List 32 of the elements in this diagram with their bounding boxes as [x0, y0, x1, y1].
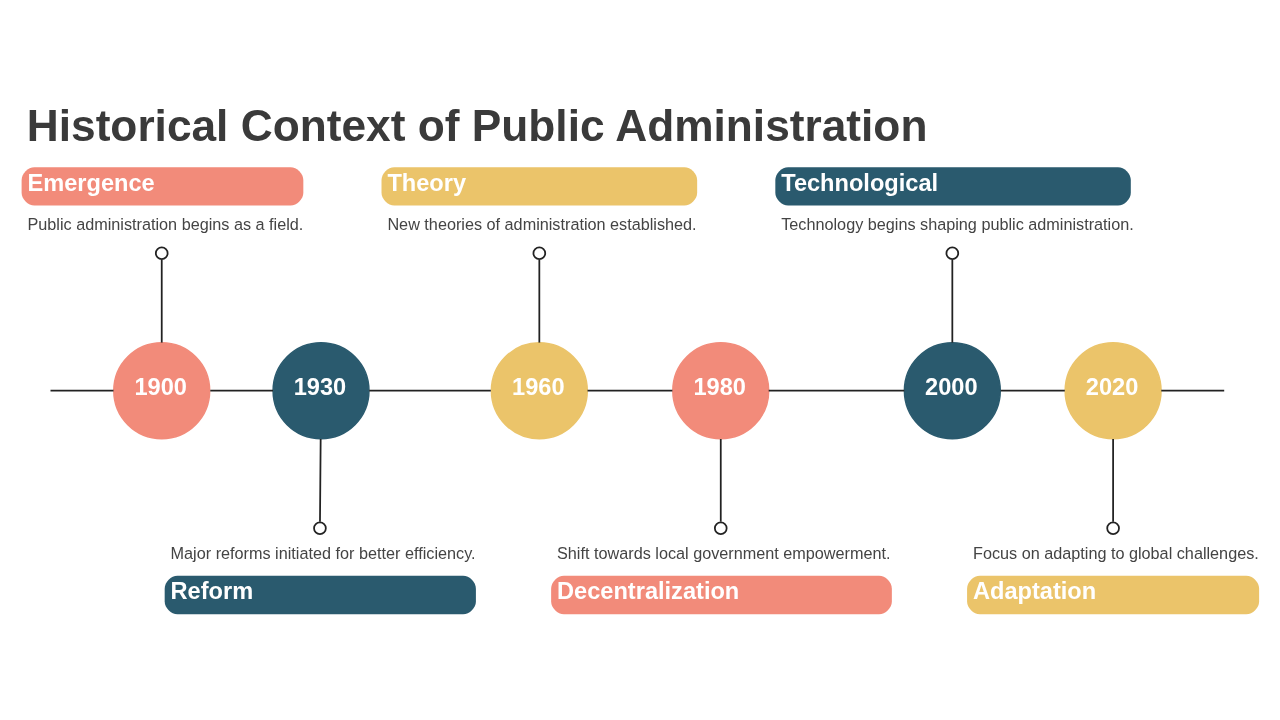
- node-circle: 1930: [272, 341, 370, 439]
- diagram-title: Historical Context of Public Administration: [26, 100, 928, 150]
- connector: [999, 389, 1066, 392]
- connector: [368, 389, 492, 392]
- connector: [586, 389, 674, 392]
- node-circle: 1980: [672, 341, 770, 439]
- node-label: New theories of administration established.: [387, 214, 697, 233]
- connector: [767, 389, 906, 392]
- node-box: Theory: [381, 166, 698, 206]
- node-label: Major reforms initiated for better efficiency.: [170, 543, 476, 562]
- node-circle: 2000: [903, 341, 1001, 439]
- connector: [49, 389, 115, 392]
- node-circle: 1900: [113, 341, 211, 439]
- node-label: Public administration begins as a field.: [27, 214, 304, 233]
- connector: [154, 245, 169, 343]
- node-box: Reform: [164, 575, 476, 614]
- connector: [945, 245, 960, 343]
- node-box: Technological: [775, 166, 1131, 206]
- node-box: Adaptation: [967, 575, 1260, 614]
- node-circle: 2020: [1064, 341, 1162, 439]
- connector: [713, 437, 728, 535]
- connector: [313, 437, 327, 535]
- connector: [532, 245, 547, 343]
- connector: [209, 389, 274, 392]
- connector: [1106, 437, 1120, 535]
- node-label: Focus on adapting to global challenges.: [972, 543, 1259, 562]
- node-box: Decentralization: [551, 575, 892, 614]
- node-circle: 1960: [490, 341, 588, 439]
- node-box: Emergence: [21, 166, 304, 206]
- connector: [1160, 389, 1226, 392]
- node-label: Shift towards local government empowerment.: [557, 543, 891, 562]
- node-label: Technology begins shaping public administration.: [781, 214, 1134, 233]
